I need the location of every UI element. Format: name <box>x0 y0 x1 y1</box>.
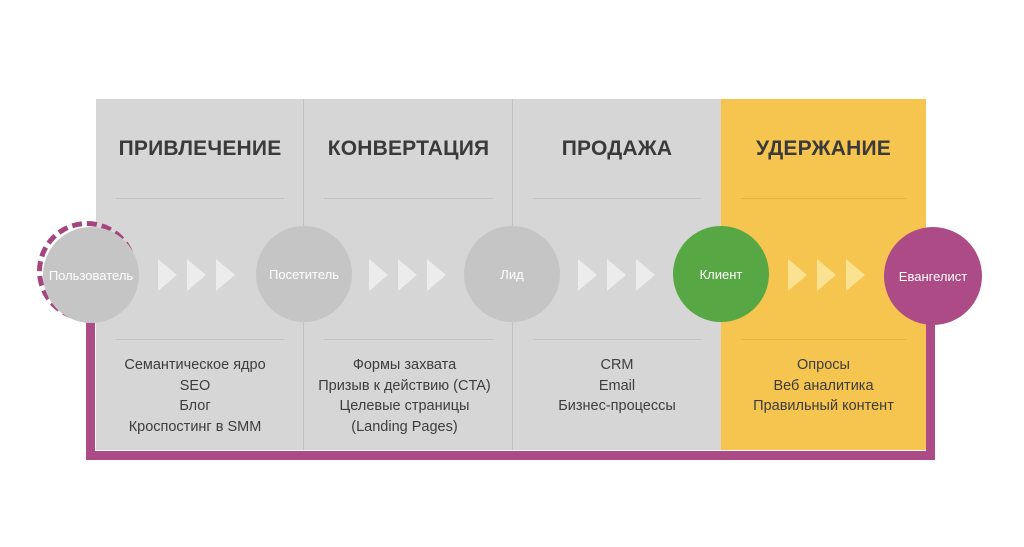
tactics-list-attraction: Семантическое ядро SEO Блог Кроспостинг … <box>96 355 294 437</box>
node-lead-label: Лид <box>500 266 524 282</box>
tactic-item: SEO <box>179 377 211 394</box>
tactic-item: Email <box>598 377 636 394</box>
chevron-right-icon <box>578 259 597 291</box>
node-evangelist-label: Евангелист <box>898 268 968 284</box>
node-evangelist: Евангелист <box>884 227 982 325</box>
tactics-list-conversion: Формы захвата Призыв к действию (CTA) Це… <box>304 355 505 437</box>
separator-line <box>741 198 906 199</box>
stage-title-sale: ПРОДАЖА <box>561 137 673 160</box>
node-lead: Лид <box>464 226 560 322</box>
loop-line-left <box>86 322 95 460</box>
separator-line <box>116 339 284 340</box>
separator-line <box>324 339 493 340</box>
loop-line-right <box>926 318 935 460</box>
chevron-right-icon <box>398 259 417 291</box>
tactics-list-sale: CRM Email Бизнес-процессы <box>513 355 721 417</box>
chevron-right-icon <box>427 259 446 291</box>
node-visitor-label: Посетитель <box>268 266 340 282</box>
stage-title-attraction: ПРИВЛЕЧЕНИЕ <box>118 137 282 160</box>
node-visitor: Посетитель <box>256 226 352 322</box>
chevron-right-icon <box>158 259 177 291</box>
tactic-item: Блог <box>179 398 211 414</box>
node-user: Пользователь <box>43 227 139 323</box>
node-user-label: Пользователь <box>48 267 134 283</box>
chevron-right-icon <box>817 259 836 291</box>
node-client: Клиент <box>673 226 769 322</box>
tactic-item: Правильный контент <box>753 398 894 414</box>
tactics-list-retention: Опросы Веб аналитика Правильный контент <box>721 355 926 417</box>
chevron-right-icon <box>216 259 235 291</box>
stage-title-conversion: КОНВЕРТАЦИЯ <box>327 137 490 160</box>
chevron-right-icon <box>187 259 206 291</box>
chevron-right-icon <box>788 259 807 291</box>
chevron-right-icon <box>636 259 655 291</box>
tactic-item: Целевые страницы <box>339 398 470 414</box>
separator-line <box>324 198 493 199</box>
loop-line-bottom <box>86 451 935 460</box>
chevron-right-icon <box>846 259 865 291</box>
chevron-right-icon <box>607 259 626 291</box>
node-client-label: Клиент <box>699 266 743 282</box>
tactic-item: Призыв к действию (CTA) <box>318 377 491 394</box>
tactic-item: Семантическое ядро <box>124 357 266 373</box>
tactic-item: Веб аналитика <box>773 377 874 394</box>
tactic-item: (Landing Pages) <box>351 418 458 435</box>
tactic-item: Опросы <box>797 357 850 373</box>
separator-line <box>116 198 284 199</box>
tactic-item: CRM <box>600 357 634 373</box>
separator-line <box>533 339 701 340</box>
stage-title-retention: УДЕРЖАНИЕ <box>756 137 891 160</box>
tactic-item: Бизнес-процессы <box>558 398 676 414</box>
tactic-item: Формы захвата <box>352 357 457 373</box>
chevron-right-icon <box>369 259 388 291</box>
separator-line <box>533 198 701 199</box>
tactic-item: Кроспостинг в SMM <box>128 418 262 435</box>
separator-line <box>741 339 906 340</box>
